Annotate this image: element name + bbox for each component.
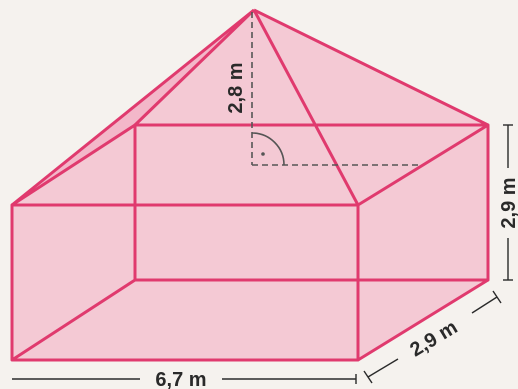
- dim-depth-tick-right: [492, 290, 502, 304]
- dim-depth-line-right: [471, 296, 498, 314]
- right-angle-arc: [251, 132, 285, 166]
- right-side-face: [358, 125, 488, 360]
- pyramid-height-label: 2,8 m: [225, 62, 247, 113]
- hidden-lines: [251, 12, 418, 166]
- right-angle-marker: [251, 132, 285, 166]
- dimension-box-depth: [363, 290, 502, 384]
- dim-depth-line-left: [367, 358, 399, 378]
- pyramid-edges: [11, 8, 489, 207]
- roof-front-face: [12, 10, 358, 205]
- edge-bottom-left-depth: [11, 278, 136, 362]
- box-edges: [10, 123, 490, 362]
- dimension-box-height: [503, 124, 513, 281]
- shaded-faces: [12, 10, 488, 360]
- roof-edge-front-right: [252, 9, 360, 206]
- dimension-box-length: [12, 374, 357, 384]
- edge-top-right-depth: [357, 123, 489, 207]
- edge-top-left-depth: [11, 123, 136, 207]
- edge-bottom-right-depth: [357, 278, 489, 362]
- box-length-label: 6,7 m: [155, 369, 206, 389]
- roof-edge-front-left: [11, 8, 255, 207]
- roof-edge-back-left: [133, 8, 256, 127]
- box-height-label: 2,9 m: [498, 177, 518, 228]
- roof-edge-back-right: [253, 8, 489, 127]
- roof-right-face: [254, 10, 488, 205]
- front-face: [12, 205, 358, 360]
- right-angle-dot: [261, 152, 265, 156]
